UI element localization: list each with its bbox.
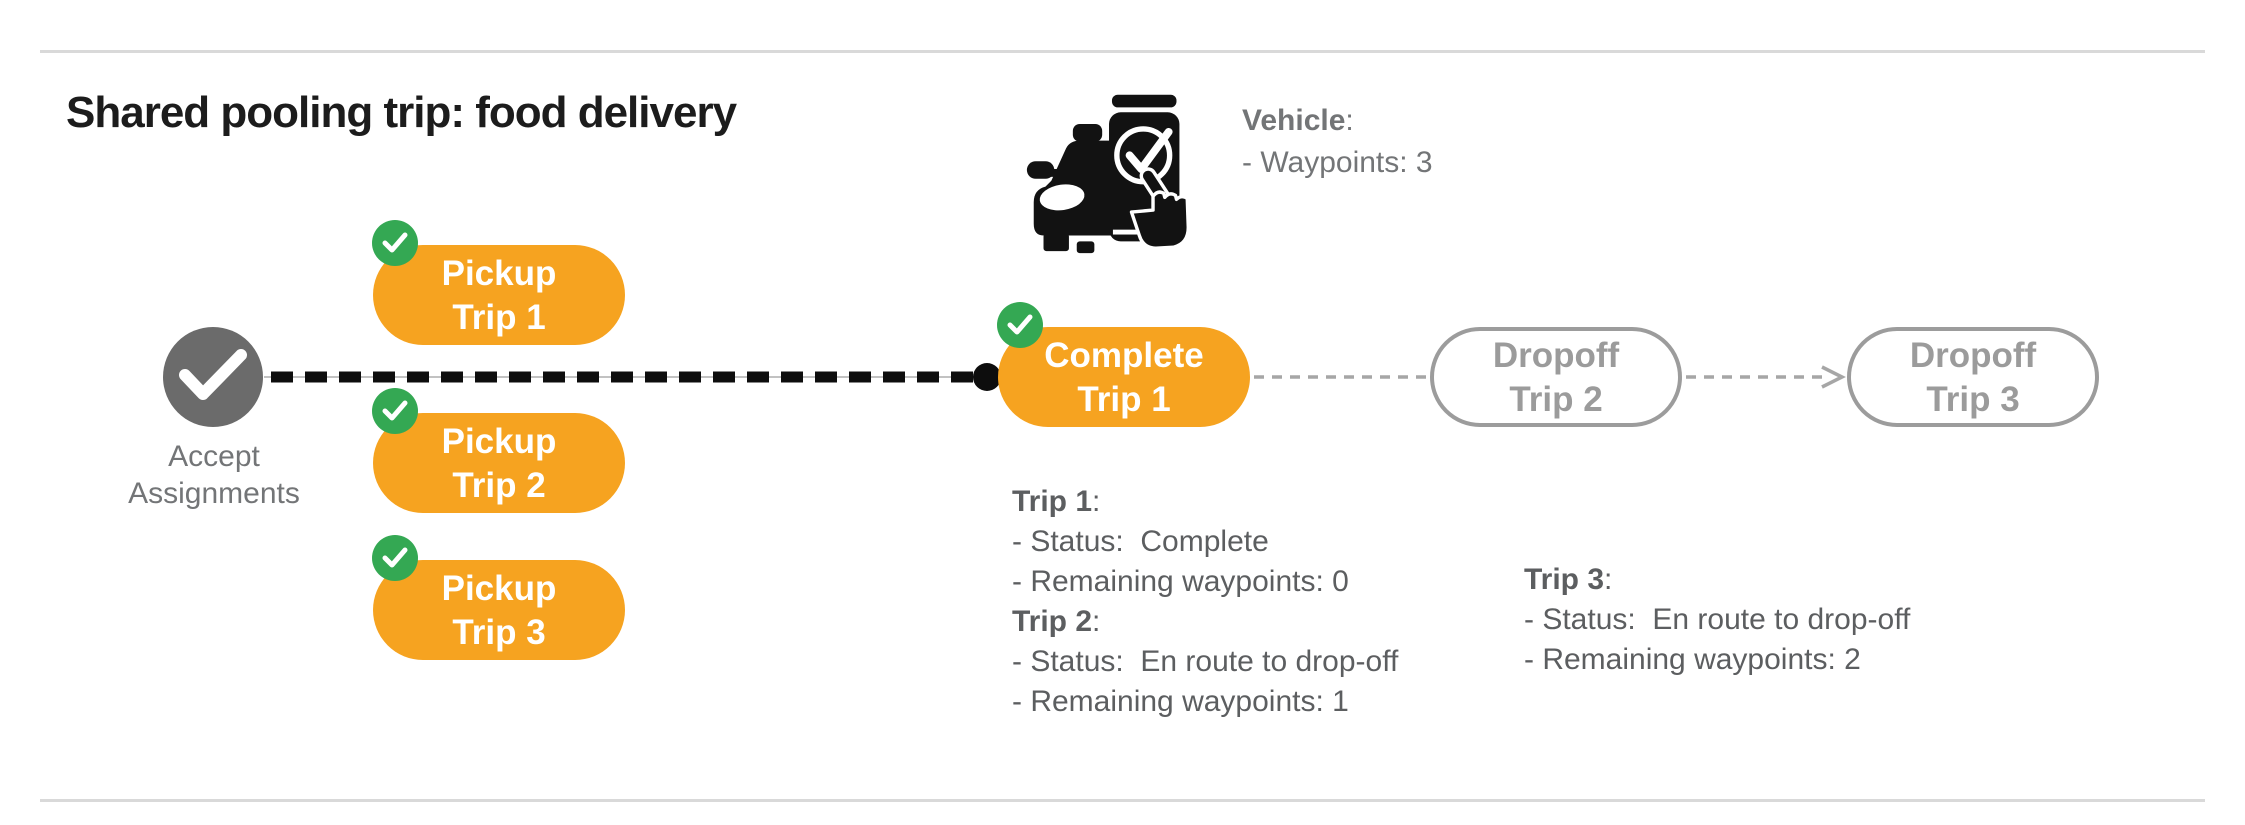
- pickup-trip-3-pill: Pickup Trip 3: [372, 535, 625, 660]
- vehicle-info: Vehicle: - Waypoints: 3: [1242, 100, 1433, 184]
- check-icon: [382, 232, 408, 253]
- accept-assignments-label: Accept Assignments: [128, 440, 300, 510]
- completed-badge: [372, 220, 418, 266]
- dropoff-trip-3-pill: Dropoff Trip 3: [1847, 327, 2099, 427]
- vehicle-label: Vehicle:: [1242, 104, 1354, 137]
- status-line: - Remaining waypoints: 0: [1012, 565, 1349, 598]
- check-icon: [382, 400, 408, 421]
- trip-status-left: Trip 1: - Status: Complete - Remaining w…: [1012, 482, 1398, 722]
- pointing-hand-icon: [1129, 167, 1190, 250]
- vehicle-phone-icon: [1026, 94, 1190, 254]
- car-icon: [1026, 124, 1116, 254]
- status-line: - Remaining waypoints: 2: [1524, 643, 1861, 676]
- accept-assignments-node: [163, 327, 263, 427]
- vehicle-waypoints: - Waypoints: 3: [1242, 146, 1433, 179]
- status-heading: Trip 2:: [1012, 605, 1101, 638]
- check-icon: [382, 547, 408, 568]
- check-icon: [179, 349, 247, 400]
- pickup-trip-1-pill: Pickup Trip 1: [372, 220, 625, 345]
- status-heading: Trip 1:: [1012, 485, 1101, 518]
- page-title: Shared pooling trip: food delivery: [66, 88, 737, 137]
- check-icon: [1007, 314, 1033, 335]
- completed-badge: [997, 302, 1043, 348]
- arrowhead-icon: [1821, 365, 1846, 389]
- status-line: - Status: Complete: [1012, 525, 1269, 558]
- waypoint-dot: [973, 363, 1001, 391]
- status-line: - Status: En route to drop-off: [1012, 645, 1399, 678]
- top-divider: [40, 50, 2205, 53]
- dropoff-trip-2-pill: Dropoff Trip 2: [1430, 327, 1682, 427]
- trip-status-right: Trip 3: - Status: En route to drop-off -…: [1524, 560, 1910, 680]
- complete-trip-1-pill: Complete Trip 1: [997, 302, 1250, 427]
- completed-badge: [372, 535, 418, 581]
- status-line: - Remaining waypoints: 1: [1012, 685, 1349, 718]
- completed-badge: [372, 388, 418, 434]
- bottom-divider: [40, 799, 2205, 802]
- pickup-trip-2-pill: Pickup Trip 2: [372, 388, 625, 513]
- status-line: - Status: En route to drop-off: [1524, 603, 1911, 636]
- status-heading: Trip 3:: [1524, 563, 1613, 596]
